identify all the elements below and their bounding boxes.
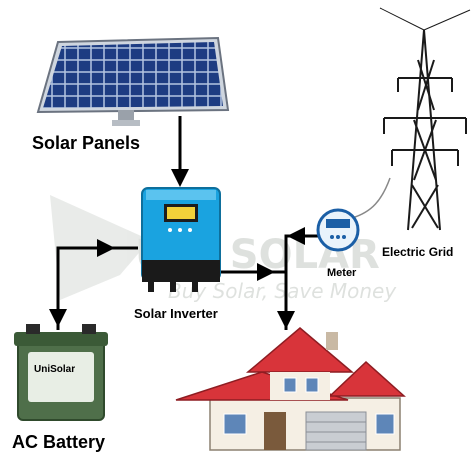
solar-panels-label: Solar Panels: [32, 133, 140, 153]
solar-inverter-label: Solar Inverter: [134, 306, 218, 321]
solar-inverter: [141, 187, 221, 292]
house: [175, 327, 406, 451]
meter-label: Meter: [327, 267, 357, 279]
electric-grid-tower: [379, 7, 471, 231]
ac-battery-label: AC Battery: [12, 432, 105, 452]
electric-grid-label: Electric Grid: [382, 245, 453, 259]
line-grid-to-meter: [351, 177, 391, 219]
ac-battery: UniSolar: [14, 324, 108, 421]
solar-panel: [36, 36, 230, 126]
battery-brand: UniSolar: [34, 364, 75, 375]
meter: [316, 208, 360, 252]
connection-lines: [49, 116, 391, 330]
watermark-slogan: Buy Solar, Save Money: [168, 279, 397, 303]
